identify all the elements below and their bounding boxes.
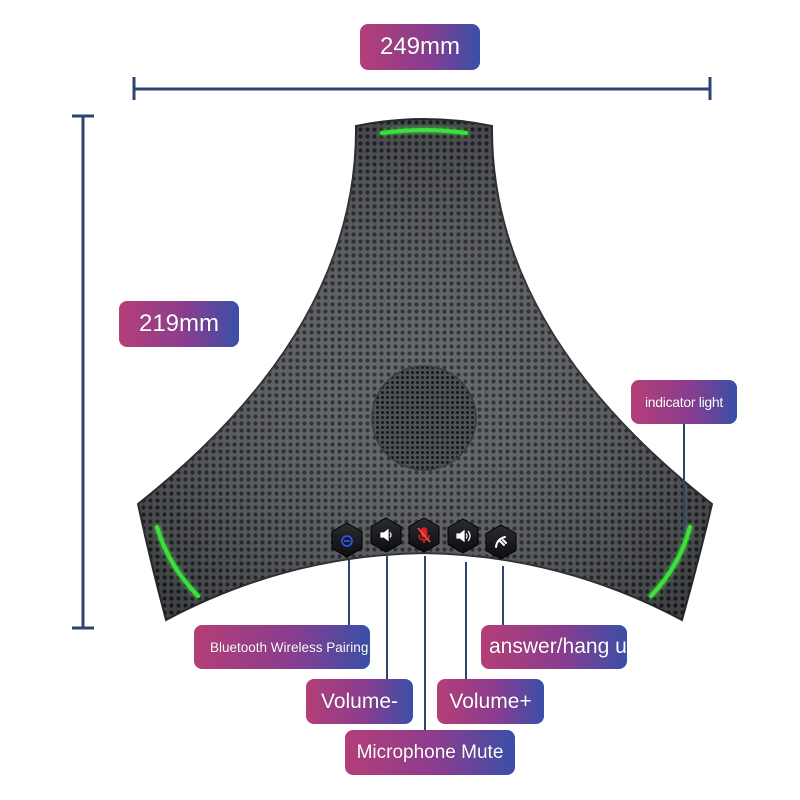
width-dimension-label: 249mm (379, 33, 461, 60)
pointer-lines (348, 422, 685, 731)
volume-minus-label: Volume- (320, 689, 399, 713)
bluetooth-badge: Bluetooth Wireless Pairing (194, 625, 370, 669)
bluetooth-label: Bluetooth Wireless Pairing (210, 639, 369, 655)
center-speaker-grille (372, 366, 476, 470)
volume-minus-button[interactable] (370, 517, 402, 553)
bluetooth-button[interactable] (331, 522, 363, 558)
indicator-light-top (380, 128, 468, 135)
bluetooth-power-icon (341, 535, 353, 547)
volume-plus-label: Volume+ (449, 689, 532, 713)
width-dimension-line (132, 77, 712, 100)
control-buttons (331, 517, 517, 560)
height-dimension-badge: 219mm (119, 301, 239, 347)
volume-minus-badge: Volume- (306, 679, 413, 724)
indicator-light-right (649, 525, 692, 598)
height-dimension-line (72, 114, 94, 630)
mic-mute-badge: Microphone Mute (345, 730, 515, 775)
mic-mute-label: Microphone Mute (356, 741, 504, 763)
width-dimension-badge: 249mm (360, 24, 480, 70)
speaker-low-icon (380, 528, 392, 542)
phone-icon (495, 536, 507, 548)
indicator-light-label: indicator light (645, 394, 723, 410)
indicator-light-left (155, 525, 200, 598)
mic-mute-button[interactable] (408, 517, 440, 553)
microphone-icon (417, 527, 431, 543)
indicator-lights (155, 128, 692, 598)
volume-plus-badge: Volume+ (437, 679, 544, 724)
answer-hang-button[interactable] (485, 524, 517, 560)
indicator-light-badge: indicator light (631, 380, 737, 424)
speakerphone-device (136, 118, 714, 622)
height-dimension-label: 219mm (138, 310, 220, 337)
speaker-high-icon (456, 529, 471, 543)
answer-hang-badge: answer/hang up (481, 625, 627, 669)
answer-hang-label: answer/hang up (489, 635, 627, 658)
volume-plus-button[interactable] (447, 518, 479, 554)
